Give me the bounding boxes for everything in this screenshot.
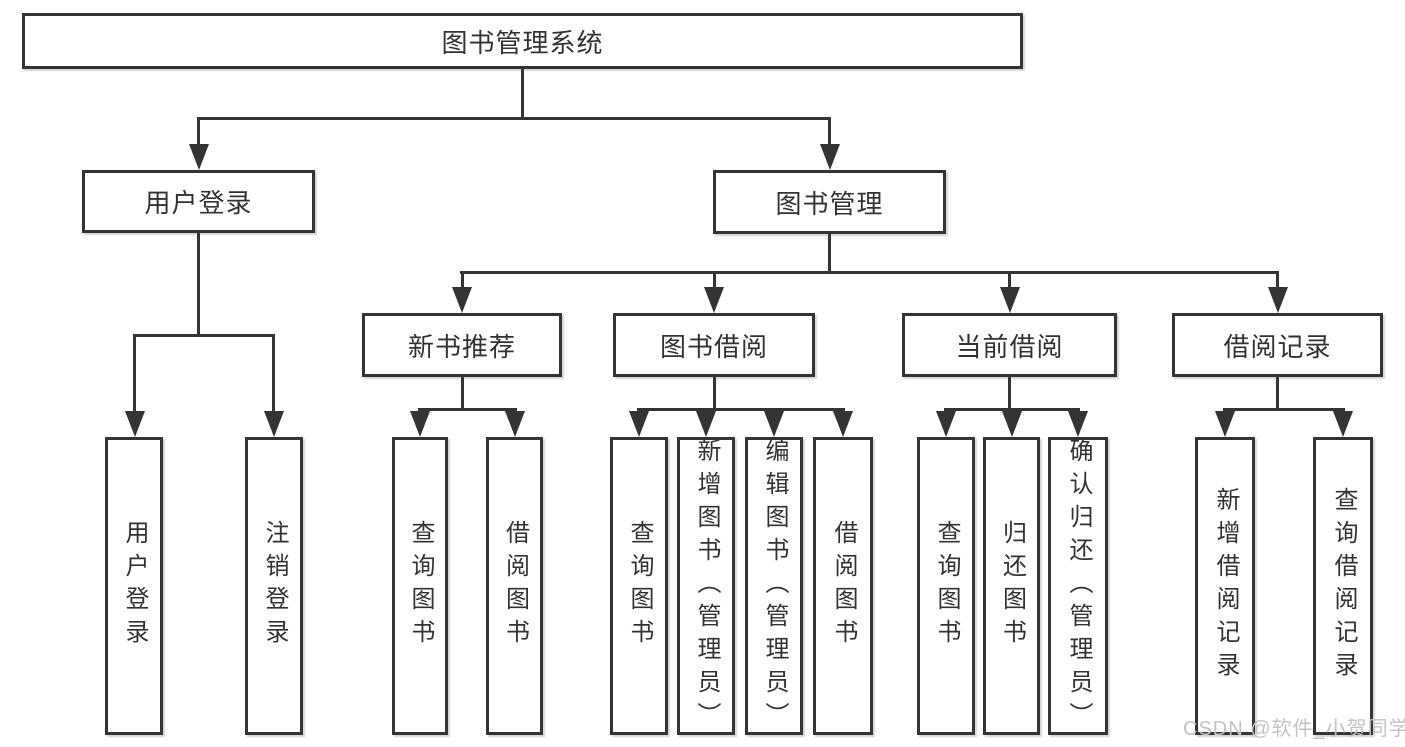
arrowhead-icon bbox=[704, 287, 724, 313]
arrowhead-icon bbox=[1215, 411, 1235, 437]
node-user-login: 用户登录 bbox=[82, 170, 315, 233]
node-label: 图书借阅 bbox=[659, 331, 768, 362]
leaf-label: 新增图书（管理员） bbox=[693, 437, 720, 735]
node-label: 图书管理 bbox=[775, 188, 884, 219]
connector-book-borrowing-split bbox=[637, 408, 845, 411]
leaf-label: 查询图书 bbox=[626, 520, 653, 652]
leaf-search-books-borrowing: 查询图书 bbox=[610, 437, 668, 735]
connector-new-book-stem bbox=[461, 377, 464, 411]
arrowhead-icon bbox=[1068, 411, 1088, 437]
connector-to-borrowing-records bbox=[1276, 271, 1279, 289]
leaf-label: 新增借阅记录 bbox=[1212, 487, 1239, 685]
connector-book-borrowing-stem bbox=[713, 377, 716, 411]
leaf-label: 编辑图书（管理员） bbox=[761, 437, 788, 735]
leaf-label: 归还图书 bbox=[998, 520, 1026, 652]
connector-to-current-borrowing bbox=[1008, 271, 1011, 289]
leaf-edit-books-admin: 编辑图书（管理员） bbox=[745, 437, 803, 735]
leaf-logout-login: 注销登录 bbox=[245, 437, 303, 735]
connector-borrowing-records-split bbox=[1223, 408, 1345, 411]
connector-user-login-stem bbox=[197, 233, 200, 337]
node-book-borrowing: 图书借阅 bbox=[613, 313, 815, 377]
arrowhead-icon bbox=[1333, 411, 1353, 437]
leaf-user-login: 用户登录 bbox=[105, 437, 163, 735]
arrowhead-icon bbox=[1268, 287, 1288, 313]
leaf-borrow-books-recommend: 借阅图书 bbox=[486, 437, 543, 735]
node-label: 借阅记录 bbox=[1223, 331, 1332, 362]
node-borrowing-records: 借阅记录 bbox=[1172, 313, 1383, 377]
arrowhead-icon bbox=[936, 411, 956, 437]
leaf-confirm-return-admin: 确认归还（管理员） bbox=[1048, 437, 1108, 735]
leaf-label: 查询借阅记录 bbox=[1330, 487, 1357, 685]
connector-current-borrowing-stem bbox=[1008, 377, 1011, 411]
connector-to-leaf-user-login bbox=[133, 334, 136, 413]
connector-user-login-split bbox=[133, 334, 275, 337]
arrowhead-icon bbox=[505, 411, 525, 437]
leaf-add-borrow-record: 新增借阅记录 bbox=[1195, 437, 1255, 735]
connector-to-book-borrowing bbox=[713, 271, 716, 289]
leaf-add-books-admin: 新增图书（管理员） bbox=[677, 437, 735, 735]
connector-level2-split bbox=[460, 271, 1279, 274]
leaf-label: 注销登录 bbox=[261, 520, 288, 652]
node-label: 用户登录 bbox=[144, 188, 253, 218]
leaf-return-books: 归还图书 bbox=[983, 437, 1040, 735]
arrowhead-icon bbox=[820, 144, 840, 170]
csdn-watermark: CSDN @软件_小贺同学 bbox=[1183, 718, 1405, 740]
connector-book-management-stem bbox=[828, 234, 831, 274]
leaf-label: 用户登录 bbox=[121, 520, 148, 652]
arrowhead-icon bbox=[764, 411, 784, 437]
arrowhead-icon bbox=[189, 144, 209, 170]
arrowhead-icon bbox=[452, 287, 472, 313]
connector-to-book-management bbox=[828, 117, 831, 146]
leaf-label: 查询图书 bbox=[407, 520, 434, 652]
node-label: 图书管理系统 bbox=[441, 27, 604, 58]
leaf-search-borrow-record: 查询借阅记录 bbox=[1313, 437, 1373, 735]
connector-to-new-book-recommendation bbox=[461, 271, 464, 289]
node-new-book-recommendation: 新书推荐 bbox=[362, 313, 562, 377]
connector-root-trunk bbox=[521, 66, 524, 119]
node-label: 新书推荐 bbox=[407, 331, 516, 362]
leaf-label: 借阅图书 bbox=[501, 520, 529, 652]
leaf-label: 确认归还（管理员） bbox=[1065, 437, 1092, 735]
arrowhead-icon bbox=[629, 411, 649, 437]
connector-level1-split bbox=[197, 117, 831, 120]
leaf-label: 查询图书 bbox=[933, 520, 960, 652]
node-label: 当前借阅 bbox=[955, 331, 1064, 362]
arrowhead-icon bbox=[1000, 287, 1020, 313]
node-current-borrowing: 当前借阅 bbox=[902, 313, 1117, 377]
arrowhead-icon bbox=[125, 411, 145, 437]
connector-borrowing-records-stem bbox=[1276, 377, 1279, 411]
connector-to-leaf-logout bbox=[272, 334, 275, 413]
arrowhead-icon bbox=[1002, 411, 1022, 437]
node-library-management-system: 图书管理系统 bbox=[22, 13, 1023, 69]
arrowhead-icon bbox=[696, 411, 716, 437]
arrowhead-icon bbox=[833, 411, 853, 437]
leaf-search-books-current: 查询图书 bbox=[917, 437, 975, 735]
connector-current-borrowing-split bbox=[944, 408, 1080, 411]
arrowhead-icon bbox=[264, 411, 284, 437]
arrowhead-icon bbox=[410, 411, 430, 437]
connector-to-user-login bbox=[197, 117, 200, 146]
node-book-management: 图书管理 bbox=[713, 170, 946, 234]
leaf-label: 借阅图书 bbox=[830, 520, 857, 652]
leaf-search-books-recommend: 查询图书 bbox=[392, 437, 448, 735]
connector-new-book-split bbox=[418, 408, 517, 411]
leaf-borrow-books-borrowing: 借阅图书 bbox=[813, 437, 873, 735]
